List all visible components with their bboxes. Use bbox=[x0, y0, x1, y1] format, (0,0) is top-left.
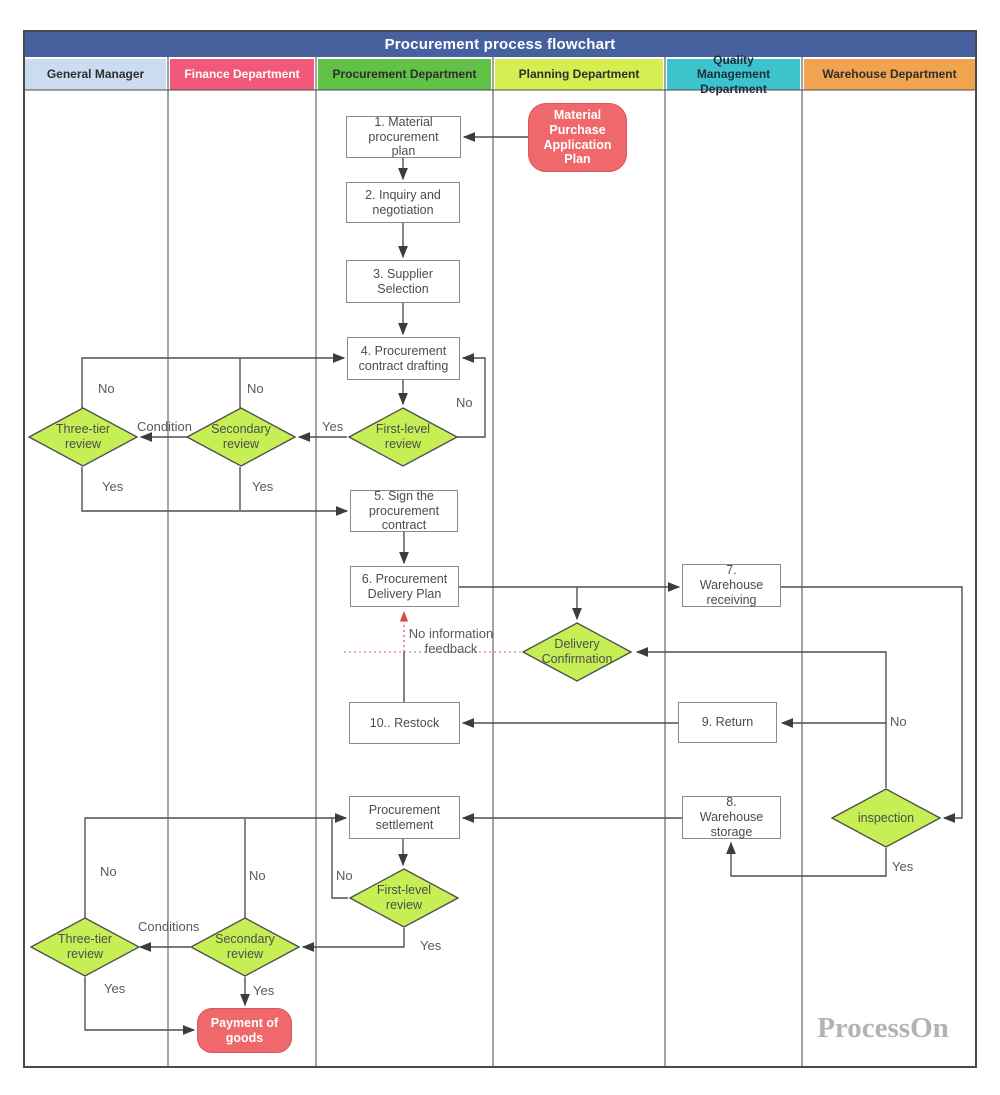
lane-header-warehouse-department: Warehouse Department bbox=[804, 59, 975, 90]
decision-secondary-review-top: Secondary review bbox=[186, 407, 296, 467]
chart-title: Procurement process flowchart bbox=[384, 36, 616, 53]
node-label: First-level review bbox=[376, 883, 432, 912]
node-label: 2. Inquiry and negotiation bbox=[365, 187, 441, 217]
node-material-procurement-plan: 1. Material procurement plan bbox=[346, 114, 461, 159]
node-label: 9. Return bbox=[701, 715, 754, 730]
node-label: Secondary review bbox=[211, 422, 271, 451]
lane-label: Quality Management Department bbox=[696, 52, 771, 96]
decision-secondary-review-bottom: Secondary review bbox=[190, 917, 300, 977]
lane-label: Procurement Department bbox=[332, 67, 477, 82]
node-procurement-contract-drafting: 4. Procurement contract drafting bbox=[347, 337, 460, 380]
node-label: Payment of goods bbox=[210, 1015, 279, 1045]
node-return: 9. Return bbox=[678, 702, 777, 743]
edge-label-yes: Yes bbox=[252, 479, 274, 494]
node-label: 3. Supplier Selection bbox=[373, 266, 433, 296]
edge-label-yes: Yes bbox=[104, 981, 126, 996]
edge-label-no: No bbox=[336, 868, 353, 883]
edge-label-condition: Condition bbox=[137, 419, 192, 434]
node-label: Three-tier review bbox=[55, 422, 111, 451]
node-label: Three-tier review bbox=[57, 932, 113, 961]
lane-header-general-manager: General Manager bbox=[25, 59, 166, 90]
lane-header-planning-department: Planning Department bbox=[495, 59, 663, 90]
edge-label-yes: Yes bbox=[892, 859, 914, 874]
processon-watermark: ProcessOn bbox=[817, 1012, 949, 1044]
node-label: Secondary review bbox=[215, 932, 275, 961]
node-material-purchase-application-plan: Material Purchase Application Plan bbox=[528, 103, 627, 172]
edge-label-yes: Yes bbox=[322, 419, 344, 434]
node-supplier-selection: 3. Supplier Selection bbox=[346, 260, 460, 303]
lane-header-finance-department: Finance Department bbox=[170, 59, 314, 90]
node-label: 1. Material procurement plan bbox=[368, 114, 439, 159]
edge-label-yes: Yes bbox=[102, 479, 124, 494]
lane-label: Planning Department bbox=[518, 67, 640, 82]
decision-delivery-confirmation: Delivery Confirmation bbox=[522, 622, 632, 682]
node-label: Material Purchase Application Plan bbox=[543, 108, 612, 167]
node-sign-procurement-contract: 5. Sign the procurement contract bbox=[350, 488, 458, 533]
decision-three-tier-review-top: Three-tier review bbox=[28, 407, 138, 467]
edge-label-conditions: Conditions bbox=[138, 919, 200, 934]
edge-label-yes: Yes bbox=[420, 938, 442, 953]
edge-label-no: No bbox=[456, 395, 473, 410]
chart-frame bbox=[23, 30, 977, 1068]
lane-label: Warehouse Department bbox=[822, 67, 957, 82]
decision-inspection: inspection bbox=[831, 788, 941, 848]
node-label: First-level review bbox=[375, 422, 431, 451]
node-warehouse-receiving: 7. Warehouse receiving bbox=[682, 563, 781, 607]
chart-title-bar: Procurement process flowchart bbox=[25, 32, 975, 57]
node-label: Delivery Confirmation bbox=[541, 637, 613, 666]
decision-three-tier-review-bottom: Three-tier review bbox=[30, 917, 140, 977]
node-restock: 10.. Restock bbox=[349, 702, 460, 744]
node-label: 7. Warehouse receiving bbox=[699, 563, 764, 607]
node-label: 4. Procurement contract drafting bbox=[358, 343, 449, 373]
node-inquiry-and-negotiation: 2. Inquiry and negotiation bbox=[346, 182, 460, 223]
edge-label-no: No bbox=[100, 864, 117, 879]
node-procurement-delivery-plan: 6. Procurement Delivery Plan bbox=[350, 566, 459, 607]
edge-label-no: No bbox=[247, 381, 264, 396]
edge-label-no: No bbox=[890, 714, 907, 729]
lane-header-quality-management-department: Quality Management Department bbox=[667, 53, 800, 96]
node-label: 10.. Restock bbox=[369, 715, 440, 730]
edge-label-no: No bbox=[98, 381, 115, 396]
node-warehouse-storage: 8. Warehouse storage bbox=[682, 795, 781, 839]
lane-label: General Manager bbox=[46, 67, 145, 82]
edge-label-no-information-feedback: No information feedback bbox=[408, 626, 494, 656]
node-payment-of-goods: Payment of goods bbox=[197, 1008, 292, 1053]
node-label: 5. Sign the procurement contract bbox=[368, 488, 440, 533]
edge-label-no: No bbox=[249, 868, 266, 883]
node-label: 8. Warehouse storage bbox=[699, 795, 764, 839]
node-procurement-settlement: Procurement settlement bbox=[349, 796, 460, 839]
lane-header-procurement-department: Procurement Department bbox=[318, 59, 491, 90]
edge-label-yes: Yes bbox=[253, 983, 275, 998]
decision-first-level-review-top: First-level review bbox=[348, 407, 458, 467]
node-label: inspection bbox=[857, 810, 915, 825]
node-label: 6. Procurement Delivery Plan bbox=[361, 571, 448, 601]
decision-first-level-review-bottom: First-level review bbox=[349, 868, 459, 928]
node-label: Procurement settlement bbox=[368, 802, 441, 832]
lane-label: Finance Department bbox=[184, 67, 300, 82]
